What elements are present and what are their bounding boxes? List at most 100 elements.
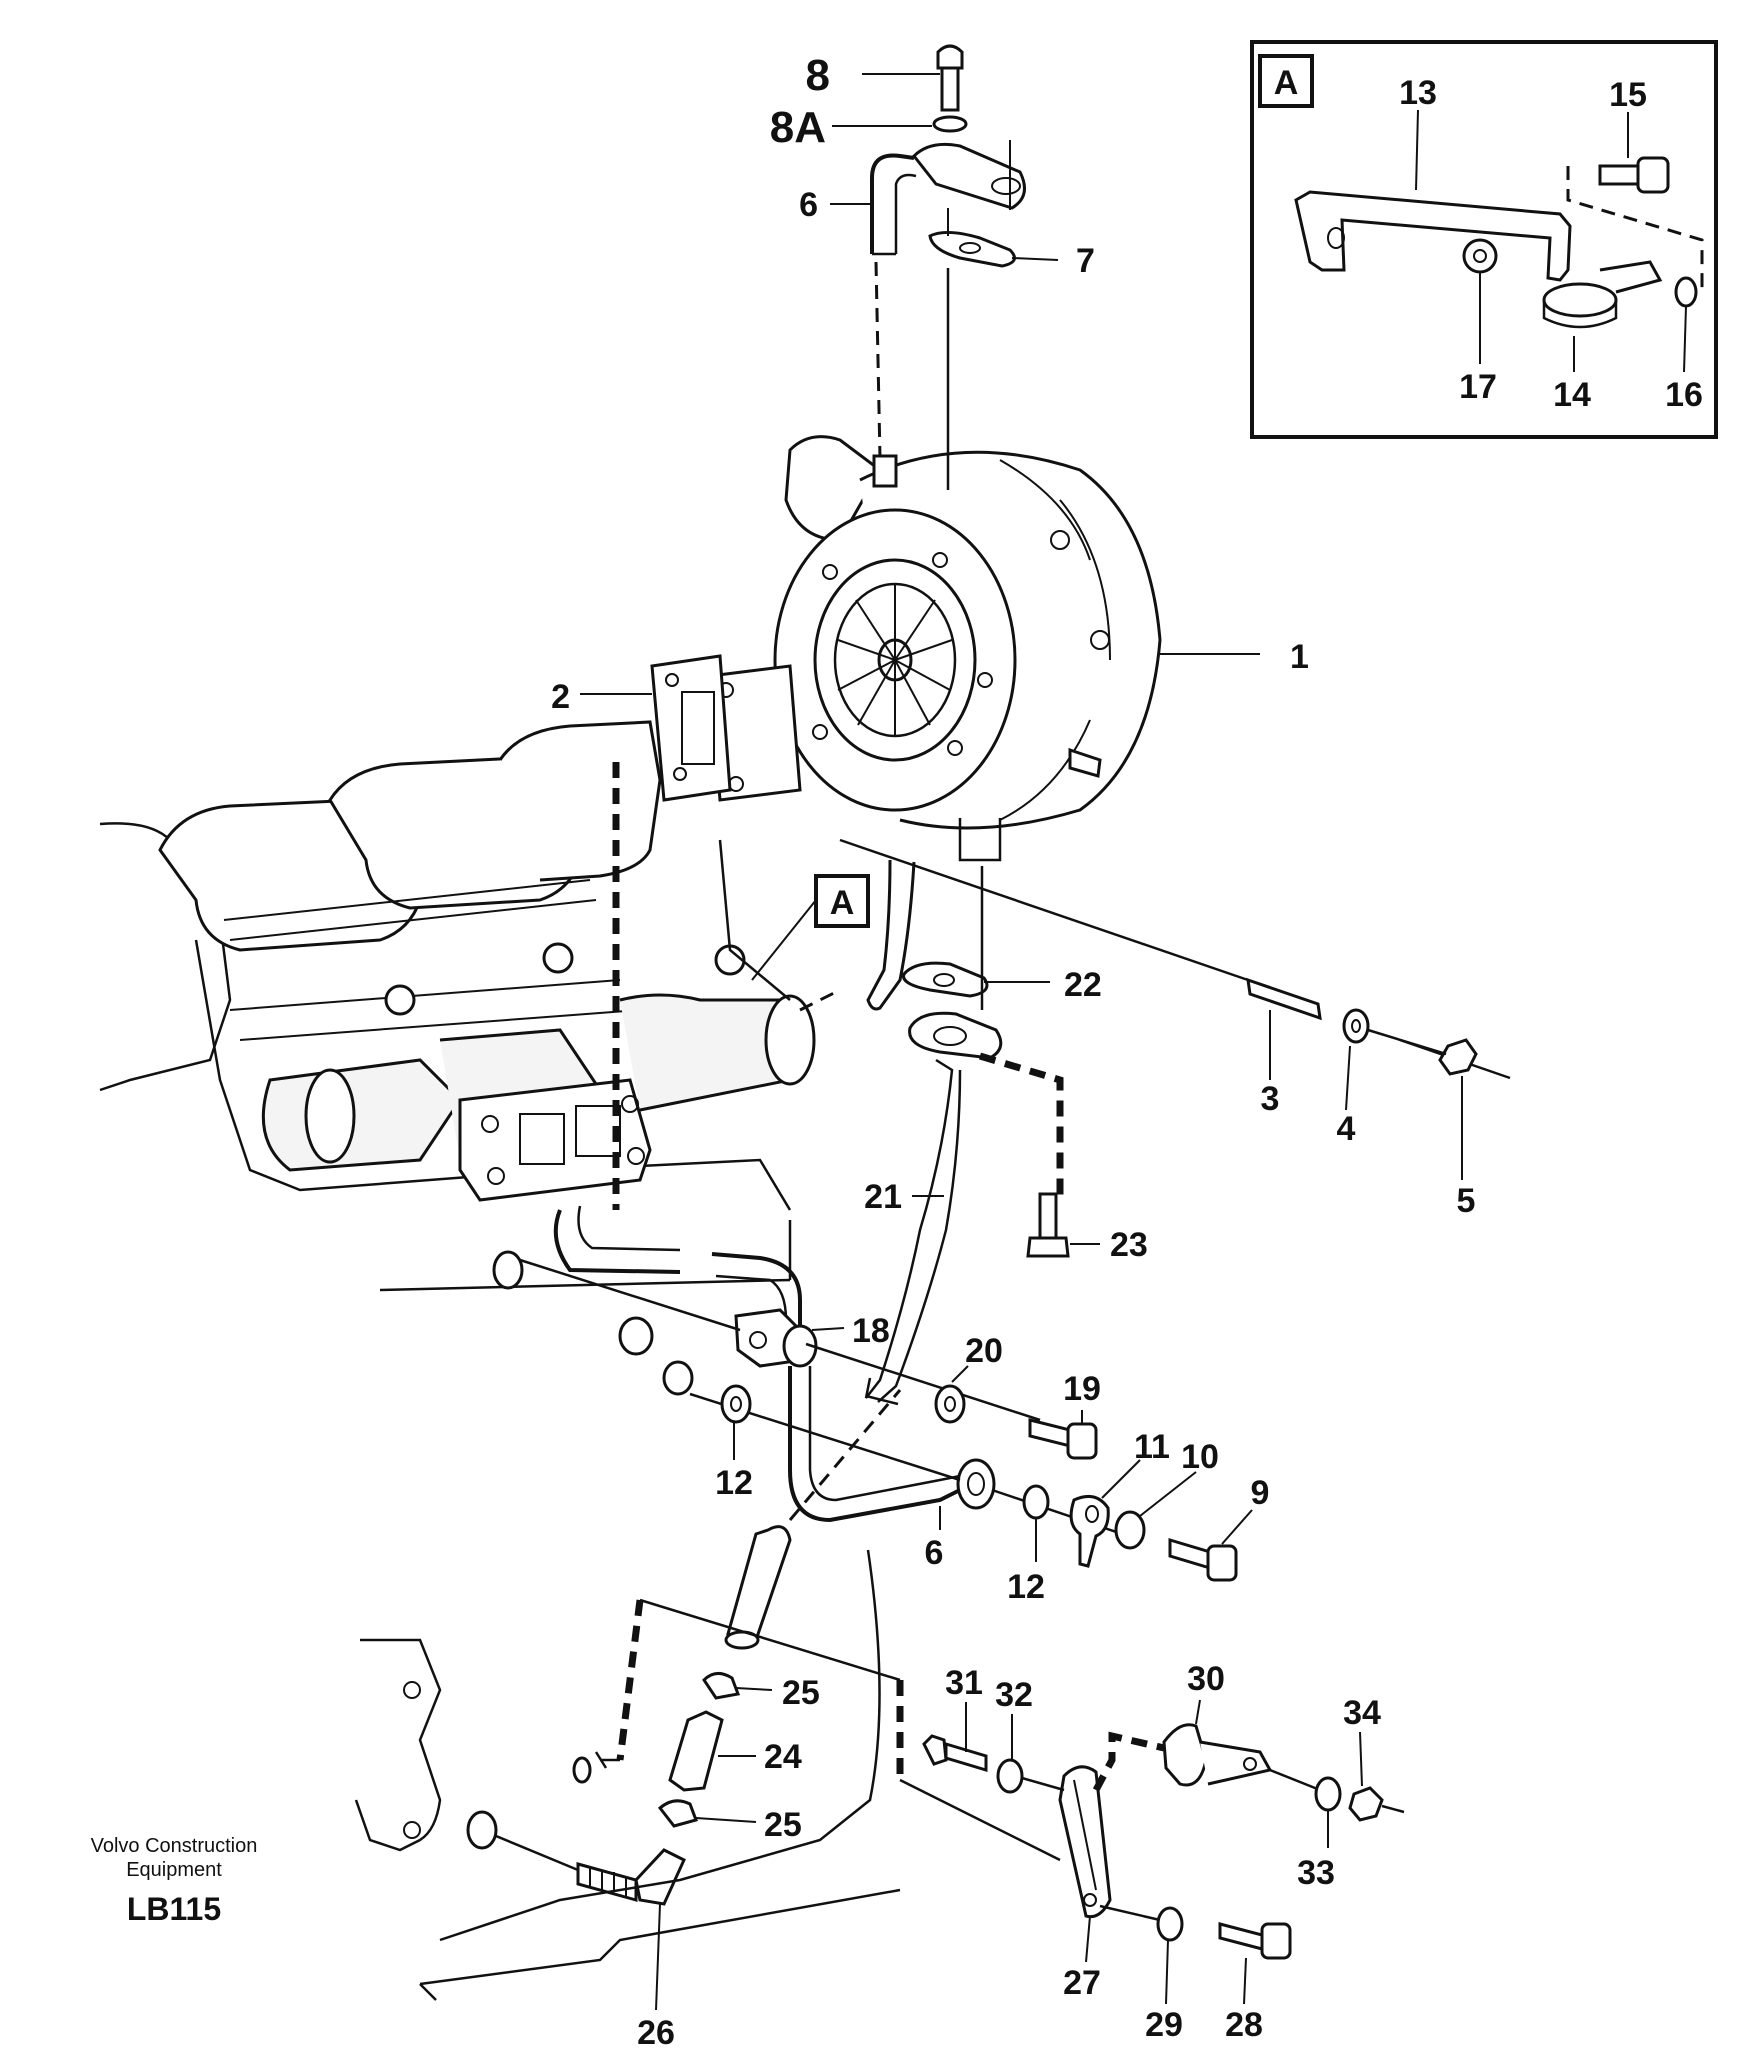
clip-25-low xyxy=(657,1799,698,1828)
callout-22: 22 xyxy=(1064,966,1102,1004)
clip-25-top xyxy=(702,1672,741,1700)
nut-17-hole xyxy=(1473,249,1487,263)
banjo-lower xyxy=(956,1458,996,1510)
banjo-hole xyxy=(991,177,1021,195)
washer-20 xyxy=(934,1384,966,1424)
washer-8a xyxy=(932,115,968,133)
callout-27: 27 xyxy=(1063,1964,1101,2002)
washer-32-axis xyxy=(1021,1776,1065,1792)
gasket-2-hole-2 xyxy=(673,767,687,781)
cover-seam-1 xyxy=(223,879,591,921)
clamp-30-axis xyxy=(1269,1768,1321,1792)
callout-21: 21 xyxy=(864,1178,902,1216)
frame-bracket-hole-2 xyxy=(403,1821,421,1839)
bracket-hole xyxy=(1327,227,1345,249)
callout-2: 2 xyxy=(551,678,570,716)
bolt-9-shank xyxy=(1168,1537,1212,1571)
leader-25-top xyxy=(735,1687,773,1691)
hose-frame-nub xyxy=(594,1751,608,1769)
clamp-14-ear xyxy=(1599,260,1663,294)
bracket-27-axis-right xyxy=(1099,1904,1161,1922)
gasket-2 xyxy=(650,654,732,802)
leader-13 xyxy=(1415,109,1419,191)
pipe-6-lower-inner xyxy=(808,1366,961,1502)
gasket-2-shape xyxy=(650,654,732,802)
callout-8: 8 xyxy=(806,51,830,100)
oil-feed-assembly xyxy=(870,44,1026,490)
bolt-19-shank xyxy=(1028,1418,1072,1448)
bracket-27-hole xyxy=(1083,1893,1097,1907)
flange-hole-2 xyxy=(621,1095,639,1113)
clamp-axis-left xyxy=(519,1258,741,1332)
oil-return-assembly xyxy=(492,1205,1238,1582)
washer-20-hole xyxy=(944,1396,956,1412)
bracket-13 xyxy=(1294,190,1572,282)
stud-3 xyxy=(1246,977,1322,1021)
detail-tag-box xyxy=(1258,54,1314,108)
engine-end-cover xyxy=(99,822,232,1092)
banjo-fitting xyxy=(911,142,1026,210)
bolt-8-head xyxy=(936,44,964,70)
washer-12-left xyxy=(720,1384,752,1424)
hose-24 xyxy=(668,1710,724,1792)
turbo-bolt-2 xyxy=(932,552,948,568)
clamp-30-hole xyxy=(1243,1757,1257,1771)
bracket-27 xyxy=(1058,1765,1112,1919)
engine-block xyxy=(99,720,816,1292)
callout-25-top: 25 xyxy=(782,1674,820,1712)
leader-27 xyxy=(1085,1915,1091,1963)
leader-28 xyxy=(1243,1957,1247,2005)
detail-view-a: A 13 15 17 14 16 xyxy=(1250,40,1718,439)
detail-tag: A xyxy=(1274,64,1299,102)
nut-34-axis xyxy=(1381,1804,1405,1814)
frame-bracket-hole-1 xyxy=(403,1681,421,1699)
gasket-2-port xyxy=(681,691,715,765)
nut-5 xyxy=(1438,1038,1478,1076)
stud-axis-line xyxy=(839,838,1249,982)
washer-33 xyxy=(1314,1776,1342,1812)
manifold-runner-1 xyxy=(261,1058,462,1172)
flange-hole-4 xyxy=(627,1147,645,1165)
stud-axis-segment xyxy=(1367,1028,1447,1056)
nut-17 xyxy=(1462,238,1498,274)
turbo-bolt-5 xyxy=(812,724,828,740)
washer-block-1 xyxy=(618,1316,654,1356)
block-rear-edge xyxy=(718,839,791,1001)
flange-hole-3 xyxy=(487,1167,505,1185)
pipe-upper-left-inner xyxy=(577,1205,681,1252)
hose-frame-washer xyxy=(572,1756,592,1784)
bolt-15-head xyxy=(1636,156,1670,194)
lower-bracket-assembly xyxy=(899,1723,1405,1960)
clamp-14-body xyxy=(1542,300,1618,329)
flange-port-2 xyxy=(575,1105,621,1157)
elbow-axis xyxy=(495,1834,579,1872)
leader-9 xyxy=(1221,1509,1253,1545)
elbow-26-body xyxy=(634,1848,686,1906)
drain-pipe-21-inner xyxy=(877,1069,962,1403)
frame-base-edge xyxy=(419,1983,437,2001)
callout-16: 16 xyxy=(1665,376,1703,414)
bolt23-align xyxy=(978,1052,1064,1200)
drain-flange-hole xyxy=(933,1026,967,1046)
callout-8a: 8A xyxy=(770,103,826,152)
flange-hole-1 xyxy=(481,1115,499,1133)
frame-bracket-left xyxy=(354,1638,442,1852)
leader-25-low xyxy=(695,1817,757,1823)
cylinder-head xyxy=(194,939,792,1211)
turbo-stud xyxy=(1068,747,1102,778)
clamp-18-hole xyxy=(749,1331,767,1349)
turbo-boss-1 xyxy=(1050,530,1070,550)
pipe-6-top-inner xyxy=(894,173,917,254)
callout-30: 30 xyxy=(1187,1660,1225,1698)
washer-elbow xyxy=(466,1810,498,1850)
turbo-boss-2 xyxy=(1090,630,1110,650)
bolt-9-head xyxy=(1206,1544,1238,1582)
bracket-27-axis-left xyxy=(899,1778,1061,1862)
frame-outline xyxy=(354,1549,901,2001)
callout-a-leader xyxy=(751,899,817,981)
leader-29 xyxy=(1165,1939,1169,2005)
leader-16 xyxy=(1683,305,1687,373)
callout-10: 10 xyxy=(1181,1438,1219,1476)
gasket-7-hole xyxy=(959,242,981,254)
callout-24: 24 xyxy=(764,1738,802,1776)
